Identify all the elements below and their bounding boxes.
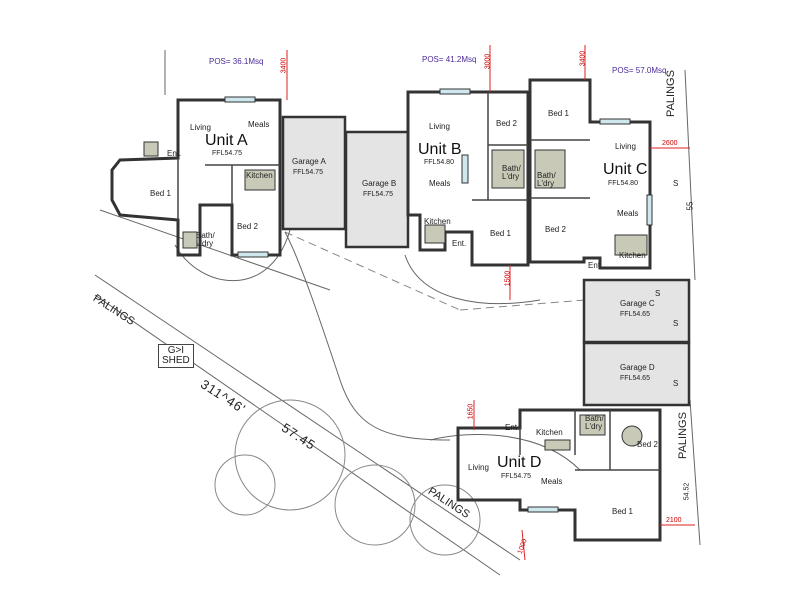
garage-c-shape — [582, 278, 691, 344]
dim-2600: 2600 — [662, 140, 678, 147]
unit-a-bed1: Bed 1 — [150, 189, 171, 198]
unit-c-bed1: Bed 1 — [548, 109, 569, 118]
unit-c-entry: Ent. — [588, 261, 603, 270]
unit-d-bed2: Bed 2 — [637, 440, 658, 449]
s-marker-4: S — [655, 289, 661, 298]
unit-c-walls — [528, 78, 653, 270]
pos-unit-a: POS= 36.1Msq — [209, 57, 264, 66]
unit-a-title: Unit A — [205, 132, 248, 149]
unit-a-bed2: Bed 2 — [237, 222, 258, 231]
shed-box: G>I SHED — [158, 344, 194, 368]
dim-3000: 3000 — [484, 53, 492, 70]
unit-a-ffl: FFL54.75 — [212, 150, 242, 157]
unit-c-living: Living — [615, 142, 636, 151]
unit-c-meals: Meals — [617, 209, 639, 218]
unit-b-living: Living — [429, 122, 450, 131]
palings-label-right: PALINGS — [676, 412, 689, 459]
pos-unit-b: POS= 41.2Msq — [422, 55, 477, 64]
unit-c-kitchen: Kitchen — [619, 251, 646, 260]
unit-d-ffl: FFL54.75 — [501, 473, 531, 480]
unit-b-walls — [406, 88, 530, 267]
garage-c-ffl: FFL54.65 — [620, 311, 650, 318]
unit-d-bath: Bath/ L'dry — [585, 414, 604, 431]
pos-unit-c: POS= 57.0Msq — [612, 66, 667, 75]
unit-a-entry: Ent. — [167, 149, 182, 158]
unit-a-kitchen: Kitchen — [246, 171, 273, 180]
ss-marker: 55 — [685, 201, 695, 211]
unit-a-walls — [110, 96, 282, 258]
garage-a-label: Garage A — [292, 157, 326, 166]
dim-3400-a: 3400 — [280, 57, 288, 74]
unit-a-bath: Bath/ L'dry — [196, 231, 215, 248]
unit-d-kitchen: Kitchen — [536, 428, 563, 437]
unit-a-living: Living — [190, 123, 211, 132]
unit-b-title: Unit B — [418, 141, 462, 158]
garage-c-label: Garage C — [620, 299, 655, 308]
garage-d-ffl: FFL54.65 — [620, 375, 650, 382]
s-marker-3: S — [673, 379, 679, 388]
unit-c-ffl: FFL54.80 — [608, 180, 638, 187]
s-marker-1: S — [673, 179, 679, 188]
palings-label-top-right: PALINGS — [664, 70, 677, 117]
dimension-lines — [286, 45, 695, 561]
garage-d-shape — [582, 341, 691, 407]
unit-b-ffl: FFL54.80 — [424, 159, 454, 166]
garage-d-label: Garage D — [620, 363, 655, 372]
unit-d-living: Living — [468, 463, 489, 472]
unit-c-bath: Bath/ L'dry — [537, 171, 556, 188]
unit-c-bed2: Bed 2 — [545, 225, 566, 234]
unit-d-entry: Ent. — [505, 423, 520, 432]
right-number-label: 54.52 — [683, 482, 691, 501]
unit-d-bed1: Bed 1 — [612, 507, 633, 516]
dim-1650: 1650 — [467, 403, 475, 420]
dim-1500: 1500 — [504, 270, 512, 287]
unit-d-meals: Meals — [541, 477, 563, 486]
garage-b-ffl: FFL54.75 — [363, 191, 393, 198]
garage-a-shape — [281, 115, 347, 231]
unit-b-bath: Bath/ L'dry — [502, 164, 521, 181]
site-boundaries — [94, 50, 701, 576]
unit-d-walls — [456, 408, 662, 542]
unit-b-bed2: Bed 2 — [496, 119, 517, 128]
garage-b-shape — [344, 130, 410, 249]
s-marker-2: S — [673, 319, 679, 328]
dim-3400-c: 3400 — [579, 50, 587, 67]
dim-2100: 2100 — [666, 517, 682, 524]
unit-b-meals: Meals — [429, 179, 451, 188]
trees — [214, 399, 481, 556]
unit-b-bed1: Bed 1 — [490, 229, 511, 238]
garage-a-ffl: FFL54.75 — [293, 169, 323, 176]
unit-a-meals: Meals — [248, 120, 270, 129]
unit-d-title: Unit D — [497, 454, 542, 471]
unit-c-title: Unit C — [603, 161, 648, 178]
unit-b-entry: Ent. — [452, 239, 467, 248]
unit-b-kitchen: Kitchen — [424, 217, 451, 226]
garage-b-label: Garage B — [362, 179, 397, 188]
